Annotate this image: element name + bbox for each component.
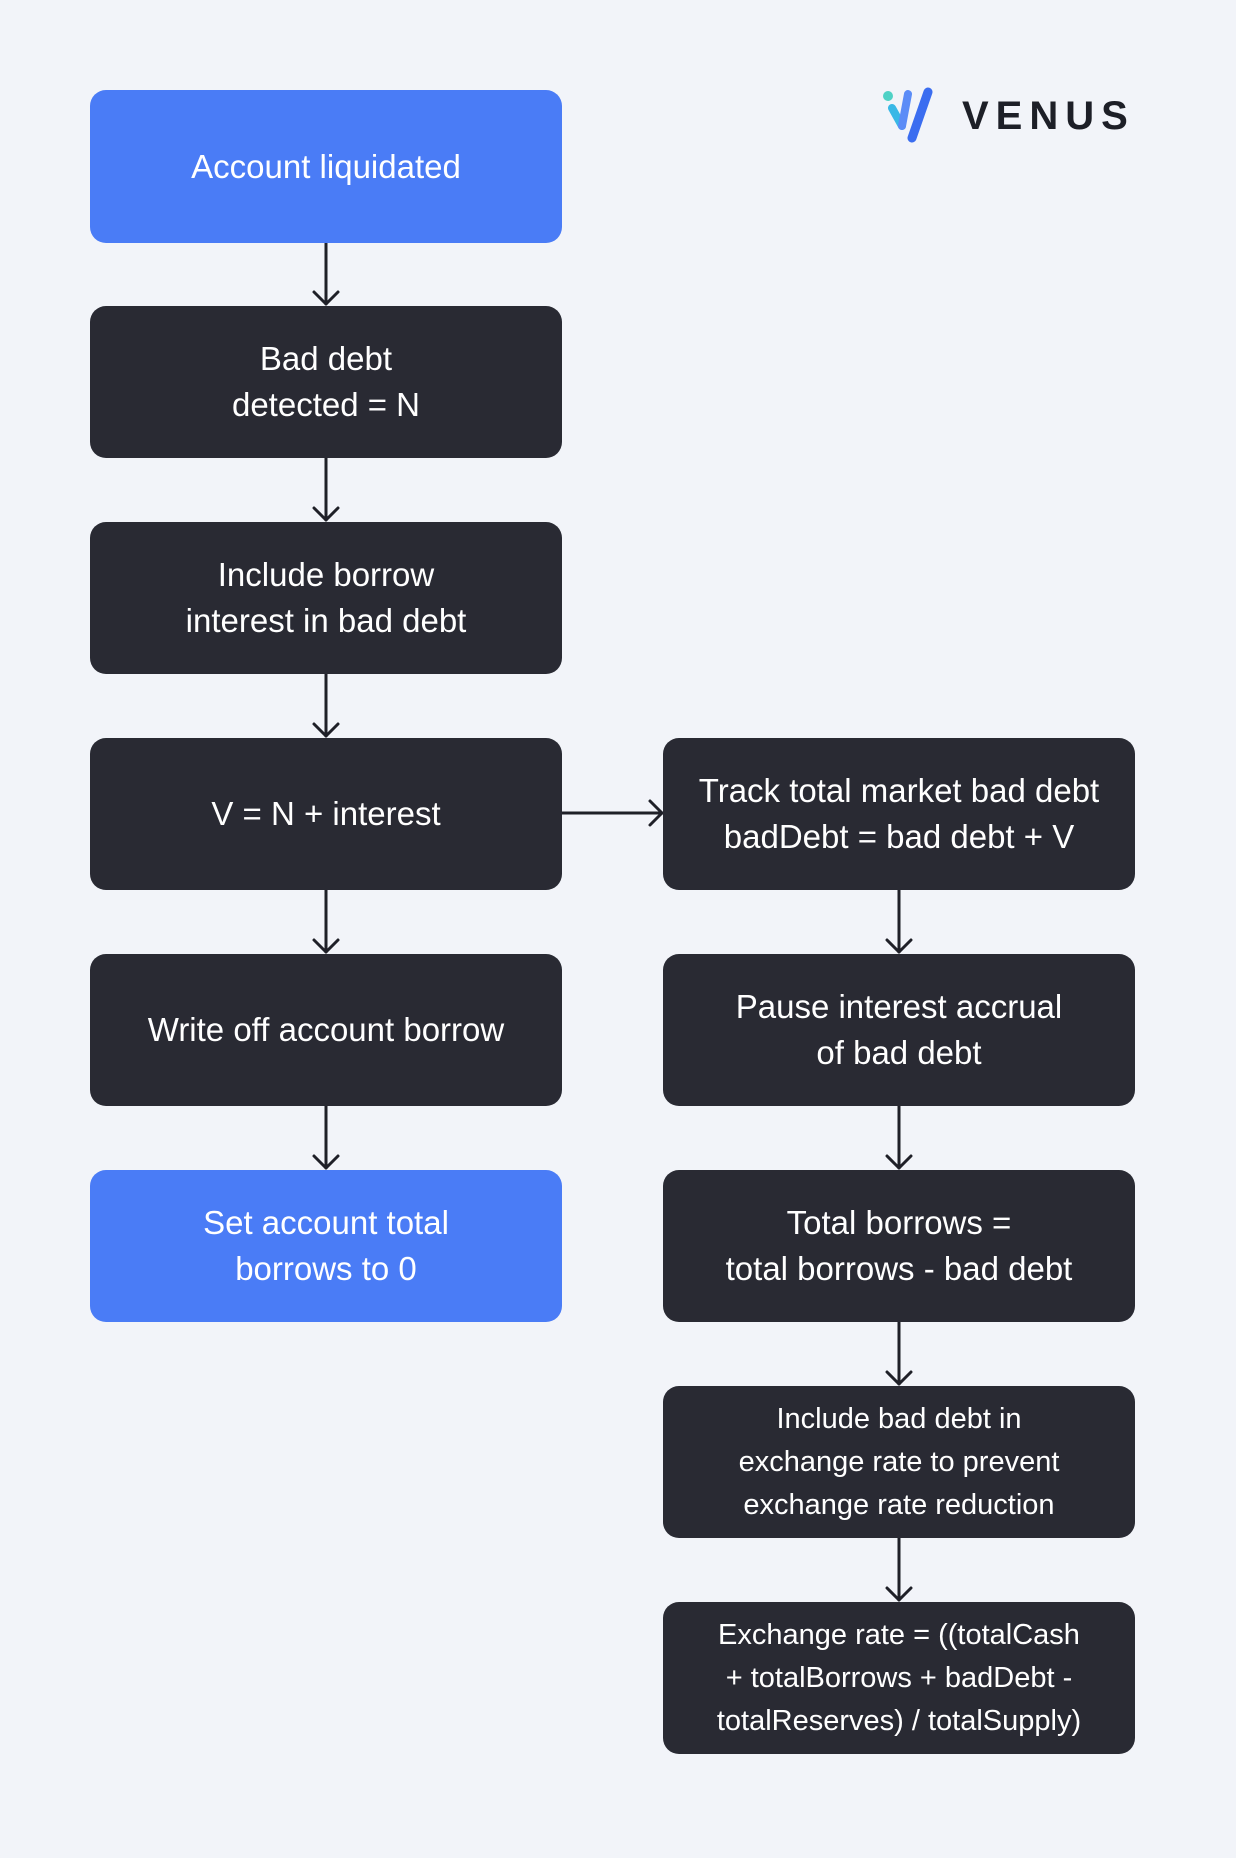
node-include-borrow-interest: Include borrow interest in bad debt	[90, 522, 562, 674]
arrow-total-borrows-to-include-exchange	[885, 1320, 913, 1386]
node-include-bad-debt-exchange-rate: Include bad debt in exchange rate to pre…	[663, 1386, 1135, 1538]
arrow-liquidated-to-detected	[312, 241, 340, 306]
arrow-detected-to-include-interest	[312, 456, 340, 522]
node-total-borrows: Total borrows = total borrows - bad debt	[663, 1170, 1135, 1322]
arrow-include-exchange-to-exchange-rate	[885, 1536, 913, 1602]
arrow-v-to-write-off	[312, 888, 340, 954]
node-track-total-market-bad-debt: Track total market bad debt badDebt = ba…	[663, 738, 1135, 890]
arrow-v-to-track-total	[560, 799, 664, 827]
arrow-pause-to-total-borrows	[885, 1104, 913, 1170]
node-set-account-total-borrows: Set account total borrows to 0	[90, 1170, 562, 1322]
node-v-equals-n-plus-interest: V = N + interest	[90, 738, 562, 890]
node-pause-interest-accrual: Pause interest accrual of bad debt	[663, 954, 1135, 1106]
node-exchange-rate-formula: Exchange rate = ((totalCash + totalBorro…	[663, 1602, 1135, 1754]
arrow-write-off-to-set-total	[312, 1104, 340, 1170]
node-write-off-account-borrow: Write off account borrow	[90, 954, 562, 1106]
venus-logo-text: VENUS	[962, 94, 1135, 138]
venus-logo-icon	[883, 87, 933, 143]
node-account-liquidated: Account liquidated	[90, 90, 562, 243]
node-bad-debt-detected: Bad debt detected = N	[90, 306, 562, 458]
venus-logo: VENUS	[878, 86, 1138, 148]
arrow-include-interest-to-v	[312, 672, 340, 738]
arrow-track-to-pause	[885, 888, 913, 954]
